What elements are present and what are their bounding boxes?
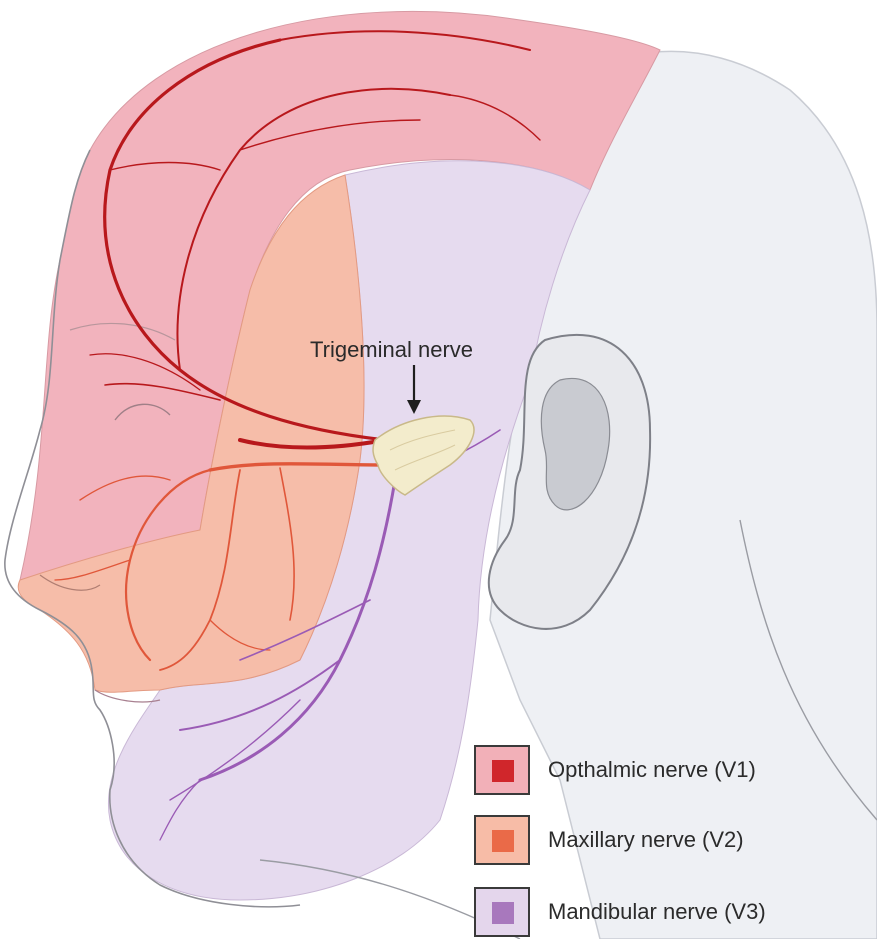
legend-swatch-v3-inner bbox=[492, 902, 514, 924]
trigeminal-annotation: Trigeminal nerve bbox=[310, 337, 473, 362]
legend-item-v3: Mandibular nerve (V3) bbox=[474, 887, 854, 937]
legend-swatch-v1 bbox=[474, 745, 530, 795]
legend-label-v2: Maxillary nerve (V2) bbox=[548, 827, 744, 853]
legend-label-v1: Opthalmic nerve (V1) bbox=[548, 757, 756, 783]
legend-item-v2: Maxillary nerve (V2) bbox=[474, 815, 854, 865]
legend-item-v1: Opthalmic nerve (V1) bbox=[474, 745, 854, 795]
legend-swatch-v2 bbox=[474, 815, 530, 865]
legend-swatch-v2-inner bbox=[492, 830, 514, 852]
legend-swatch-v3 bbox=[474, 887, 530, 937]
legend-swatch-v1-inner bbox=[492, 760, 514, 782]
legend-label-v3: Mandibular nerve (V3) bbox=[548, 899, 766, 925]
